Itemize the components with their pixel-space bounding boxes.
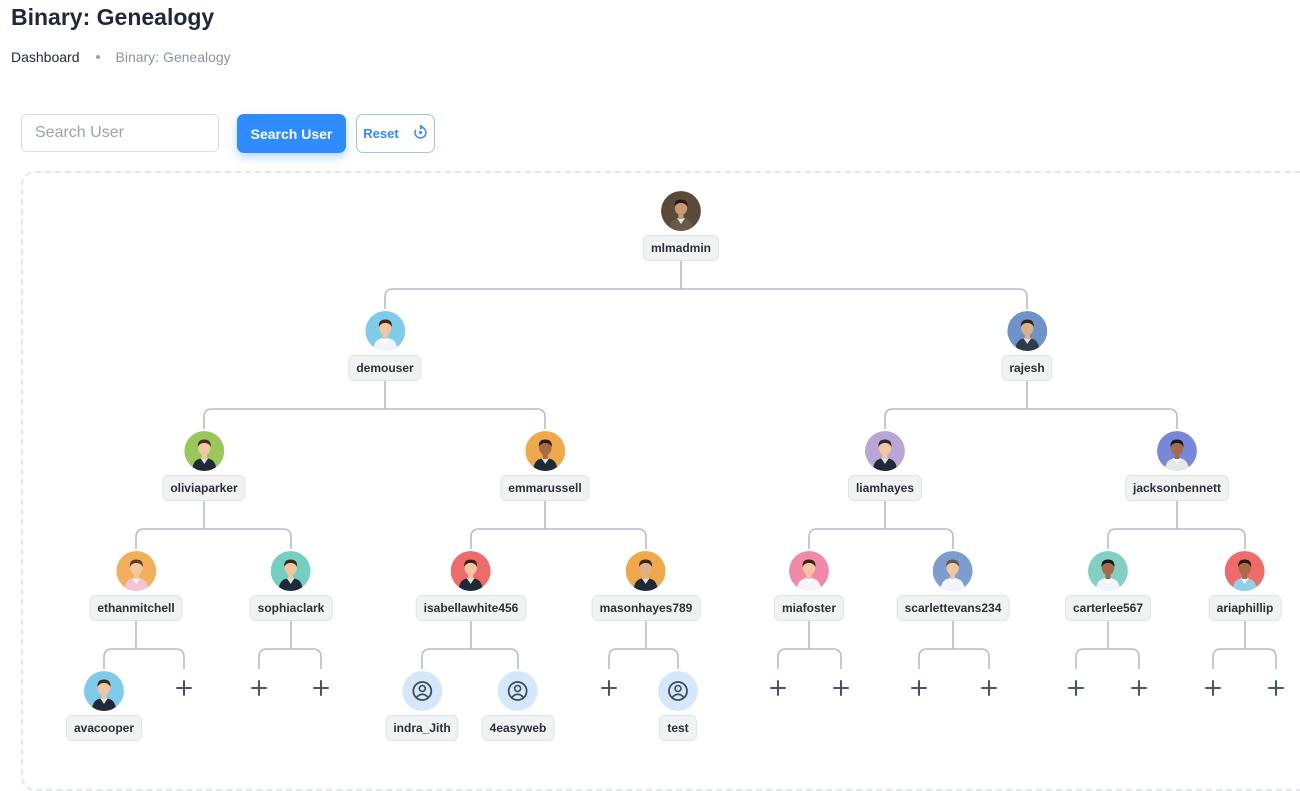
node-username: ethanmitchell bbox=[89, 595, 183, 621]
tree-connector bbox=[884, 381, 1178, 429]
refresh-icon bbox=[413, 124, 428, 143]
tree-node-liamhayes[interactable]: liamhayes bbox=[847, 431, 923, 501]
tree-node-rajesh[interactable]: rajesh bbox=[1001, 311, 1053, 381]
tree-node-mlmadmin[interactable]: mlmadmin bbox=[642, 191, 720, 261]
node-username: demouser bbox=[348, 355, 422, 381]
avatar bbox=[1088, 551, 1128, 591]
avatar bbox=[1006, 311, 1047, 351]
add-member-icon[interactable] bbox=[310, 677, 332, 699]
tree-connector bbox=[918, 621, 990, 669]
tree-connector bbox=[608, 621, 679, 669]
tree-node-oliviaparker[interactable]: oliviaparker bbox=[162, 431, 246, 501]
tree-node-demouser[interactable]: demouser bbox=[348, 311, 422, 381]
search-user-input[interactable] bbox=[21, 114, 219, 152]
tree-node-jacksonbennett[interactable]: jacksonbennett bbox=[1124, 431, 1230, 501]
avatar bbox=[660, 191, 701, 231]
add-member-icon[interactable] bbox=[978, 677, 1000, 699]
node-username: test bbox=[659, 715, 697, 741]
avatar bbox=[524, 431, 565, 471]
node-username: avacooper bbox=[65, 715, 143, 741]
add-member-icon[interactable] bbox=[1265, 677, 1287, 699]
tree-node-ariaphillip[interactable]: ariaphillip bbox=[1208, 551, 1282, 621]
node-username: emmarussell bbox=[500, 475, 590, 501]
breadcrumb-current: Binary: Genealogy bbox=[115, 49, 231, 65]
user-placeholder-icon bbox=[658, 671, 698, 711]
tree-node-avacooper[interactable]: avacooper bbox=[65, 671, 143, 741]
node-username: scarlettevans234 bbox=[896, 595, 1010, 621]
tree-connector bbox=[203, 381, 546, 429]
add-member-icon[interactable] bbox=[248, 677, 270, 699]
tree-node-masonhayes789[interactable]: masonhayes789 bbox=[591, 551, 701, 621]
tree-node-4easyweb[interactable]: 4easyweb bbox=[481, 671, 555, 741]
breadcrumb: Dashboard Binary: Genealogy bbox=[11, 49, 231, 65]
tree-connector bbox=[470, 501, 647, 549]
avatar bbox=[789, 551, 829, 591]
tree-node-miafoster[interactable]: miafoster bbox=[773, 551, 845, 621]
node-username: 4easyweb bbox=[481, 715, 555, 741]
add-member-icon[interactable] bbox=[173, 677, 195, 699]
tree-node-sophiaclark[interactable]: sophiaclark bbox=[249, 551, 333, 621]
tree-node-emmarussell[interactable]: emmarussell bbox=[500, 431, 590, 501]
node-username: ariaphillip bbox=[1208, 595, 1282, 621]
node-username: oliviaparker bbox=[162, 475, 246, 501]
node-username: miafoster bbox=[773, 595, 845, 621]
tree-node-indra-jith[interactable]: indra_Jith bbox=[385, 671, 459, 741]
node-username: liamhayes bbox=[847, 475, 923, 501]
add-member-icon[interactable] bbox=[1202, 677, 1224, 699]
add-member-icon[interactable] bbox=[1128, 677, 1150, 699]
tree-node-carterlee567[interactable]: carterlee567 bbox=[1064, 551, 1152, 621]
avatar bbox=[84, 671, 124, 711]
page-title: Binary: Genealogy bbox=[11, 4, 215, 30]
avatar bbox=[270, 551, 311, 591]
tree-node-ethanmitchell[interactable]: ethanmitchell bbox=[89, 551, 183, 621]
tree-connector bbox=[1075, 621, 1140, 669]
avatar bbox=[933, 551, 973, 591]
user-placeholder-icon bbox=[401, 671, 442, 711]
node-username: masonhayes789 bbox=[591, 595, 701, 621]
node-username: mlmadmin bbox=[642, 235, 720, 261]
tree-connector bbox=[135, 501, 292, 549]
user-placeholder-icon bbox=[498, 671, 538, 711]
avatar bbox=[625, 551, 666, 591]
avatar bbox=[864, 431, 905, 471]
avatar bbox=[1225, 551, 1265, 591]
breadcrumb-dashboard[interactable]: Dashboard bbox=[11, 49, 80, 65]
node-username: rajesh bbox=[1001, 355, 1053, 381]
reset-button[interactable]: Reset bbox=[356, 114, 435, 153]
avatar bbox=[451, 551, 491, 591]
tree-connector bbox=[258, 621, 322, 669]
tree-node-isabellawhite456[interactable]: isabellawhite456 bbox=[415, 551, 527, 621]
tree-connector bbox=[103, 621, 185, 669]
tree-connector-lines bbox=[103, 261, 1277, 669]
tree-connector bbox=[808, 501, 954, 549]
node-username: carterlee567 bbox=[1064, 595, 1152, 621]
avatar bbox=[184, 431, 224, 471]
node-username: indra_Jith bbox=[385, 715, 459, 741]
breadcrumb-separator bbox=[95, 55, 100, 59]
tree-connector bbox=[384, 261, 1028, 309]
add-member-icon[interactable] bbox=[830, 677, 852, 699]
tree-node-test[interactable]: test bbox=[658, 671, 698, 741]
tree-connector bbox=[1212, 621, 1277, 669]
add-member-icon[interactable] bbox=[598, 677, 620, 699]
add-member-icon[interactable] bbox=[908, 677, 930, 699]
reset-label: Reset bbox=[363, 126, 399, 141]
avatar bbox=[115, 551, 156, 591]
add-member-icon[interactable] bbox=[1065, 677, 1087, 699]
node-username: isabellawhite456 bbox=[415, 595, 527, 621]
node-username: jacksonbennett bbox=[1124, 475, 1230, 501]
tree-connector bbox=[777, 621, 842, 669]
tree-connector bbox=[1107, 501, 1246, 549]
avatar bbox=[1157, 431, 1197, 471]
add-member-icon[interactable] bbox=[767, 677, 789, 699]
avatar bbox=[364, 311, 405, 351]
search-user-button[interactable]: Search User bbox=[237, 114, 346, 153]
tree-node-scarlettevans234[interactable]: scarlettevans234 bbox=[896, 551, 1010, 621]
node-username: sophiaclark bbox=[249, 595, 333, 621]
tree-connector bbox=[421, 621, 519, 669]
